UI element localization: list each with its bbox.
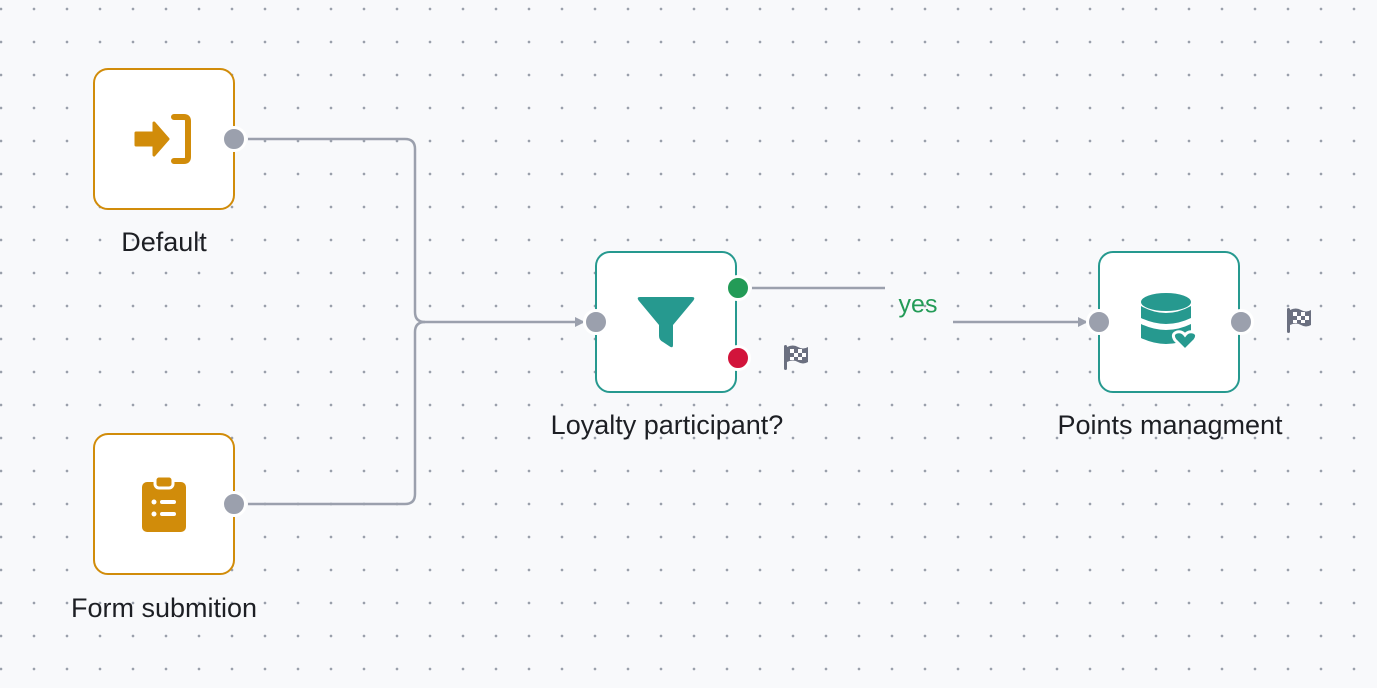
node-label-loyalty-participant: Loyalty participant? xyxy=(550,410,784,440)
node-label-default: Default xyxy=(121,227,207,257)
checkered-flag-icon[interactable] xyxy=(1285,306,1313,334)
node-form-submition[interactable] xyxy=(93,433,235,575)
sign-in-icon xyxy=(134,114,191,164)
checkered-flag-icon[interactable] xyxy=(782,343,810,371)
edge-default-to-loyalty[interactable] xyxy=(248,137,585,327)
node-points-managment[interactable] xyxy=(1098,251,1240,393)
edge-form-to-loyalty[interactable] xyxy=(248,320,426,506)
node-default[interactable] xyxy=(93,68,235,210)
input-port[interactable] xyxy=(583,309,609,335)
no-output-port[interactable] xyxy=(725,345,751,371)
input-port[interactable] xyxy=(1086,309,1112,335)
edge-label-yes: yes xyxy=(898,290,938,319)
node-loyalty-participant[interactable] xyxy=(595,251,737,393)
output-port[interactable] xyxy=(221,126,247,152)
node-label-form-submition: Form submition xyxy=(70,593,258,623)
database-heart-icon xyxy=(1141,293,1197,352)
output-port[interactable] xyxy=(221,491,247,517)
yes-output-port[interactable] xyxy=(725,275,751,301)
clipboard-list-icon xyxy=(142,474,186,532)
filter-icon xyxy=(637,297,695,348)
node-label-points-managment: Points managment xyxy=(1057,410,1283,440)
output-port[interactable] xyxy=(1228,309,1254,335)
